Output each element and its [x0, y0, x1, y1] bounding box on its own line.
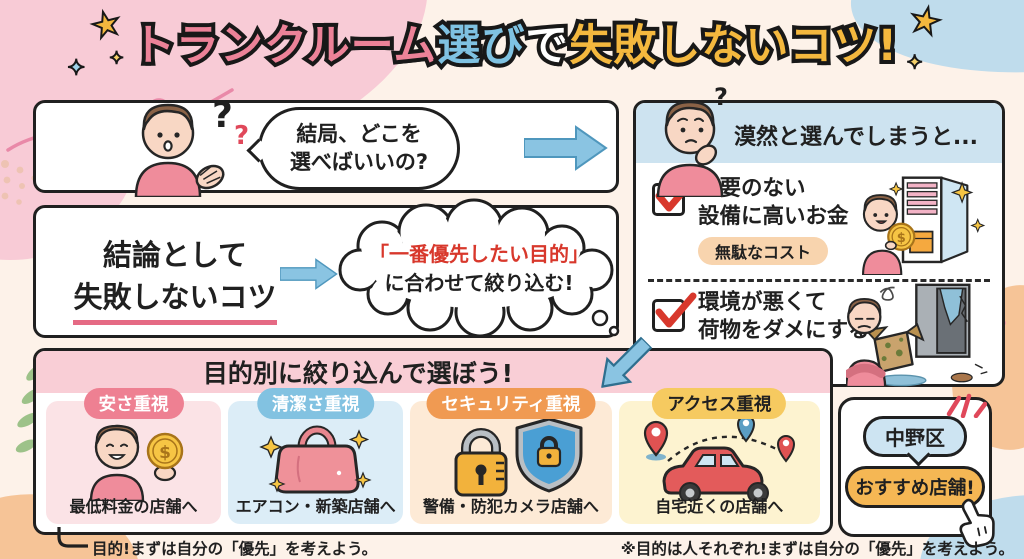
purpose-header: 目的別に絞り込んで選ぼう!: [36, 351, 830, 393]
page-title: ★ ✦ ✦ トランクルームトランクルーム 選び選び でで 失敗しないコツ!失敗し…: [66, 0, 946, 86]
question-mark-red-icon: ?: [234, 121, 250, 151]
warning-item-1: 必要のない 設備に高いお金 無駄なコスト $: [650, 167, 996, 275]
purpose-header-text: 目的別に絞り込んで選ぼう!: [202, 359, 514, 388]
question-mark-icon: ?: [714, 83, 728, 111]
emphasis-marks-icon: [946, 393, 987, 418]
card-access[interactable]: アクセス重視 自宅近くの店舗へ: [618, 388, 820, 524]
card-security-label: 警備・防犯カメラ店舗へ: [422, 497, 599, 516]
arrow-right-icon: [280, 258, 338, 290]
conclusion-box: 結論として 失敗しないコツ: [33, 198, 620, 338]
bubble-text-line2: 選べばいいの?: [289, 149, 429, 174]
conclusion-text: 結論として 失敗しないコツ: [56, 234, 294, 326]
sparkle-icon: ✦: [905, 50, 924, 74]
title-segment: トランクルーム: [131, 21, 438, 71]
checkbox-checked-icon[interactable]: [652, 292, 697, 332]
card-cleanliness-pill: 清潔さ重視: [256, 388, 375, 419]
card-price[interactable]: 安さ重視 $ 最低料金の店舗へ: [46, 388, 222, 524]
padlock-shield-illustration: [454, 417, 583, 497]
title-segment-outline: 選び: [433, 17, 528, 75]
person-question-illustration: [134, 103, 225, 197]
card-access-pill: アクセス重視: [652, 388, 787, 419]
title-segment: 失敗しないコツ!: [569, 21, 899, 71]
recommend-card[interactable]: 中野区 おすすめ店舗!: [838, 393, 995, 548]
star-icon: ★: [904, 0, 946, 46]
dots-cluster-left: [1, 160, 37, 205]
sparkle-icon: ✦: [108, 48, 125, 69]
warning-item-1-tag: 無駄なコスト: [698, 237, 829, 265]
conclusion-line2: 失敗しないコツ: [73, 276, 277, 326]
bubble-text-line1: 結局、どこを: [296, 122, 422, 147]
damaged-goods-illustration: [846, 283, 988, 387]
title-segment-outline: トランクルーム: [128, 17, 440, 75]
area-name-bubble: 中野区: [863, 416, 967, 457]
svg-text:$: $: [159, 443, 171, 463]
hand-cursor-icon: [959, 498, 995, 548]
bubble-tail: [246, 138, 271, 163]
handbag-illustration: [258, 425, 372, 494]
card-cleanliness-label: エアコン・新築店舗へ: [235, 497, 396, 516]
card-security-pill: セキュリティ重視: [426, 388, 596, 419]
card-cleanliness[interactable]: 清潔さ重視 エアコン・新築店舗へ: [228, 388, 404, 524]
title-segment-outline: 失敗しないコツ!: [565, 17, 901, 75]
card-price-pill: 安さ重視: [83, 388, 184, 419]
warning-item-2-text: 環境が悪くて 荷物をダメにする: [698, 290, 870, 344]
person-coin-illustration: $: [89, 424, 183, 501]
sparkle-icon: ✦: [66, 56, 86, 81]
title-segment-outline: で: [521, 17, 572, 75]
svg-text:$: $: [897, 231, 906, 246]
footnote-right: ※目的は人それぞれ!まずは自分の「優先」を考えよう。: [620, 540, 1014, 558]
cloud-rest-text: に合わせて絞り込む!: [384, 271, 574, 295]
footnote-bracket: [57, 527, 88, 548]
person-thinking-illustration: [656, 100, 724, 197]
warning-box: 漠然と選んでしまうと... ? 必要のない 設備に高いお金 無駄なコスト: [633, 83, 1005, 387]
question-mark-icon: ?: [212, 95, 233, 136]
cloud-highlight-text: 「一番優先したい目的」: [369, 242, 589, 266]
arrow-down-left-icon: [601, 335, 654, 388]
conclusion-line1: 結論として: [102, 238, 248, 272]
arrow-right-icon: [524, 125, 608, 171]
thought-cloud-text: 「一番優先したい目的」 に合わせて絞り込む!: [350, 240, 608, 298]
car-map-pins-illustration: [644, 415, 796, 501]
title-segment: 選び: [437, 21, 526, 71]
title-segment: で: [525, 21, 570, 71]
dashed-divider: [648, 279, 990, 282]
question-speech-bubble: 結局、どこを 選べばいいの?: [246, 107, 460, 190]
warning-header-text: 漠然と選んでしまうと...: [734, 125, 978, 150]
card-security[interactable]: セキュリティ重視 警備・防犯カメラ店舗へ: [410, 388, 612, 524]
footnote-left: 目的!まずは自分の「優先」を考えよう。: [92, 540, 378, 558]
card-price-label: 最低料金の店舗へ: [69, 497, 198, 516]
recommend-button[interactable]: おすすめ店舗!: [845, 466, 985, 508]
question-box: ? ? 結局、どこを 選べばいいの?: [33, 95, 619, 197]
purpose-cards: 安さ重視 $ 最低料金の店舗へ 清潔さ重視: [46, 388, 820, 524]
purpose-box: 目的別に絞り込んで選ぼう! 安さ重視 $ 最低料金の店舗へ: [33, 348, 833, 535]
thought-cloud: 「一番優先したい目的」 に合わせて絞り込む!: [334, 198, 624, 339]
money-locker-illustration: $: [862, 176, 986, 275]
card-access-label: 自宅近くの店舗へ: [655, 497, 784, 516]
